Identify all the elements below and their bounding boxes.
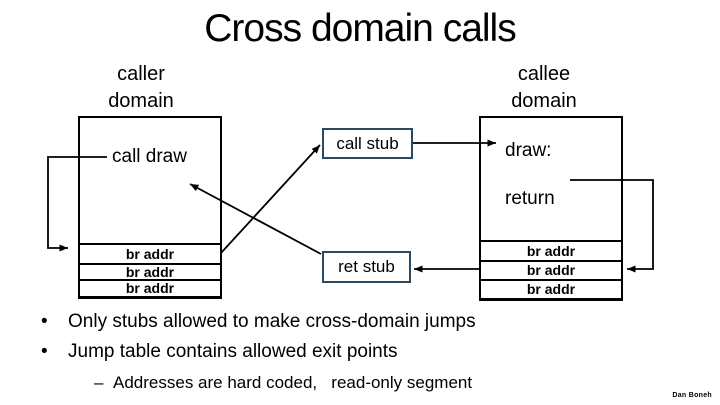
ret-stub-label: ret stub [338,257,395,276]
footer-author: Dan Boneh [672,392,712,399]
jump-table-row: br addr [481,260,621,279]
jump-table-row: br addr [481,240,621,260]
callee-domain-label: callee domain [511,63,577,112]
bullet-marker: • [41,341,48,362]
slide-title: Cross domain calls [204,7,516,50]
bullet-sub-item: – Addresses are hard coded, read-only se… [94,372,473,394]
ret-stub-box: ret stub [322,251,411,283]
arrow-jumptable-to-callstub [220,144,321,254]
bullet-dash-marker: – [94,373,104,392]
jump-table-row: br addr [80,279,220,296]
bullet-marker: • [41,311,48,332]
bullet-text: Addresses are hard coded, read-only segm… [113,373,473,392]
bullet-item: • Only stubs allowed to make cross-domai… [41,311,476,333]
draw-entry-label: draw: [505,140,552,161]
bullet-text: Only stubs allowed to make cross-domain … [68,311,476,332]
call-stub-label: call stub [336,134,399,153]
return-label: return [505,188,555,209]
call-stub-box: call stub [322,128,413,159]
caller-domain-label: caller domain [108,63,174,112]
call-draw-label: call draw [112,146,187,167]
bullet-text: Jump table contains allowed exit points [68,341,398,362]
jump-table-row: br addr [481,279,621,298]
bullet-item: • Jump table contains allowed exit point… [41,341,398,363]
jump-table-row: br addr [80,263,220,279]
jump-table-row: br addr [80,243,220,263]
